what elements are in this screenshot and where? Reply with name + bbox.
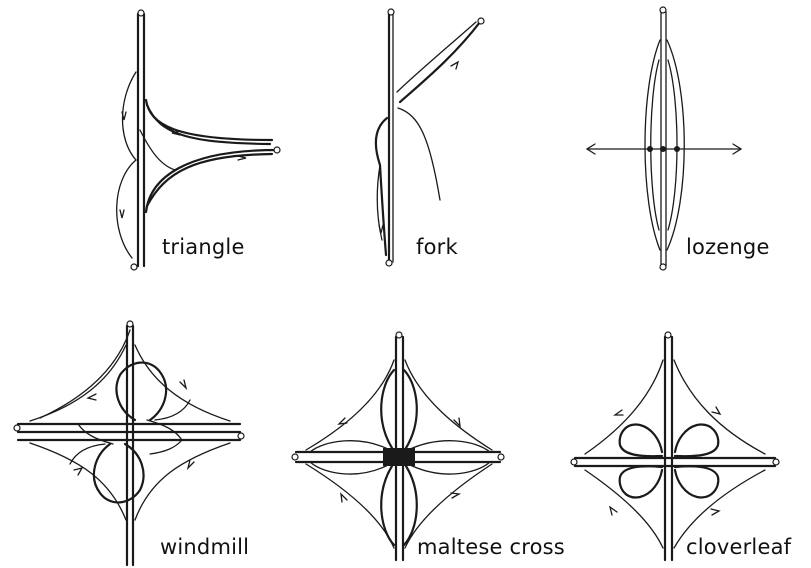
label-triangle: triangle <box>162 234 245 260</box>
triangle-diagram <box>117 10 280 270</box>
label-maltese-cross: maltese cross <box>417 534 565 560</box>
lozenge-diagram <box>587 7 741 270</box>
label-cloverleaf: cloverleaf <box>686 534 791 560</box>
maltese-cross-diagram <box>292 332 504 560</box>
label-lozenge: lozenge <box>686 234 770 260</box>
windmill-diagram <box>14 321 244 565</box>
label-fork: fork <box>416 234 458 260</box>
label-windmill: windmill <box>160 534 249 560</box>
fork-diagram <box>376 9 484 266</box>
cloverleaf-diagram <box>571 332 779 560</box>
